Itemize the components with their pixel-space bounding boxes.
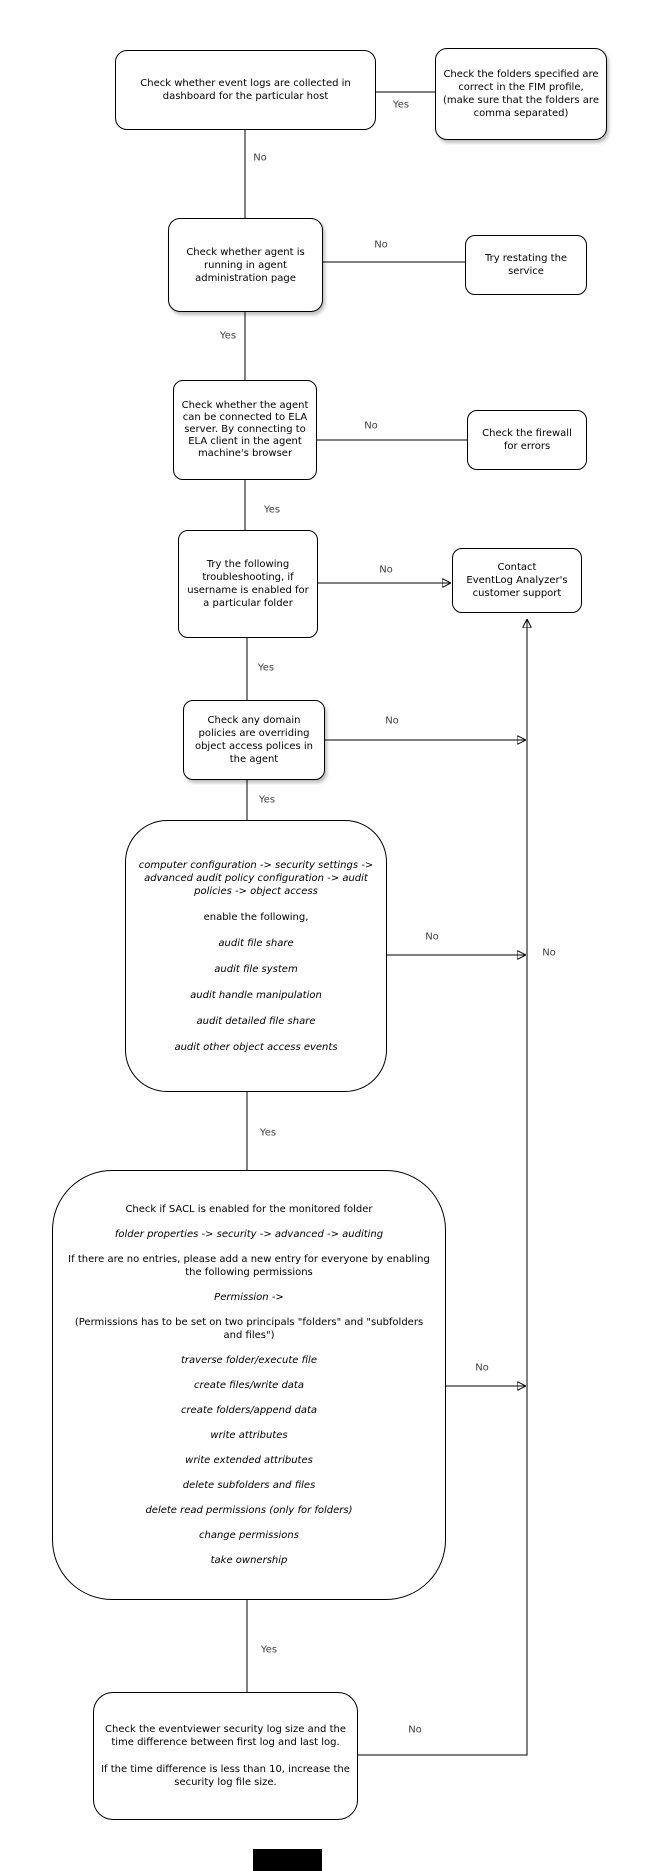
node-text-line: audit file system [214,963,298,975]
edge-label-no: No [475,1362,489,1374]
edge-label-yes: Yes [259,1127,277,1139]
node-text-line: customer support [472,588,562,599]
node-text-line: take ownership [210,1555,288,1566]
node-text-line: audit other object access events [174,1041,338,1053]
node-text: Try restating the service [484,253,568,277]
edge-label-yes: Yes [263,504,281,516]
node-text-line: computer configuration -> security setti… [138,859,374,897]
node-text: Check whether agent is running in agent … [186,246,305,284]
node-contact-support: Contact EventLog Analyzer's customer sup… [452,548,582,613]
node-text: Check the folders specified are correct … [443,69,599,119]
edge-label-no: No [408,1724,422,1736]
node-text-line: write extended attributes [185,1455,313,1466]
node-check-agent-running: Check whether agent is running in agent … [168,218,323,312]
node-text: Check whether event logs are collected i… [140,78,351,102]
edge-label-no: No [425,931,439,943]
edge-label-yes: Yes [257,662,275,674]
node-check-dashboard: Check whether event logs are collected i… [115,50,376,130]
node-try-troubleshooting: Try the following troubleshooting, if us… [178,530,318,638]
node-restart-service: Try restating the service [465,235,587,295]
edge-label-no: No [253,152,267,164]
node-text-line: change permissions [199,1530,299,1541]
node-text-line: enable the following, [203,911,309,923]
node-text-line: delete subfolders and files [182,1480,316,1491]
node-text: Check any domain policies are overriding… [194,715,314,765]
edge-logsize-contact-trunk [358,620,527,1756]
edge-label-yes: Yes [392,99,410,111]
edge-label-no: No [385,715,399,727]
edge-label-yes: Yes [219,330,237,342]
node-text-line: Permission -> [214,1292,284,1303]
bottom-black-bar [253,1849,322,1871]
node-text-line: If the time difference is less than 10, … [101,1764,350,1788]
edge-label-no: No [374,239,388,251]
node-text: Try the following troubleshooting, if us… [187,559,309,609]
edge-label-no: No [364,420,378,432]
node-text-line: create folders/append data [180,1405,318,1416]
node-text-line: delete read permissions (only for folder… [145,1505,353,1516]
node-text-line: write attributes [210,1430,288,1441]
node-check-domain-policies: Check any domain policies are overriding… [183,700,325,780]
node-text-line: If there are no entries, please add a ne… [68,1254,430,1278]
node-text-line: EventLog Analyzer's [466,575,568,586]
node-check-fim-folders: Check the folders specified are correct … [435,48,607,140]
node-text-line: traverse folder/execute file [181,1355,317,1366]
node-audit-policy-settings: computer configuration -> security setti… [125,820,387,1092]
node-text-line: (Permissions has to be set on two princi… [74,1317,424,1341]
node-text-line: audit file share [218,937,294,949]
edge-label-yes: Yes [260,1644,278,1656]
node-check-ela-connection: Check whether the agent can be connected… [173,380,317,480]
node-text-line: Contact [497,562,537,573]
node-text: Check the firewall for errors [482,428,572,452]
node-check-log-size: Check the eventviewer security log size … [93,1692,358,1820]
node-text-line: folder properties -> security -> advance… [114,1229,384,1240]
node-text-line: audit detailed file share [196,1015,316,1027]
node-text-line: audit handle manipulation [190,989,322,1001]
edge-label-no-trunk: No [542,947,556,959]
node-text: Check whether the agent can be connected… [181,399,309,460]
node-text-line: Check if SACL is enabled for the monitor… [125,1204,373,1215]
edge-label-yes: Yes [258,794,276,806]
node-text-line: Check the eventviewer security log size … [105,1724,346,1748]
edge-label-no: No [379,564,393,576]
node-text-line: create files/write data [194,1380,304,1391]
node-sacl-permissions: Check if SACL is enabled for the monitor… [52,1170,446,1600]
node-check-firewall: Check the firewall for errors [467,410,587,470]
